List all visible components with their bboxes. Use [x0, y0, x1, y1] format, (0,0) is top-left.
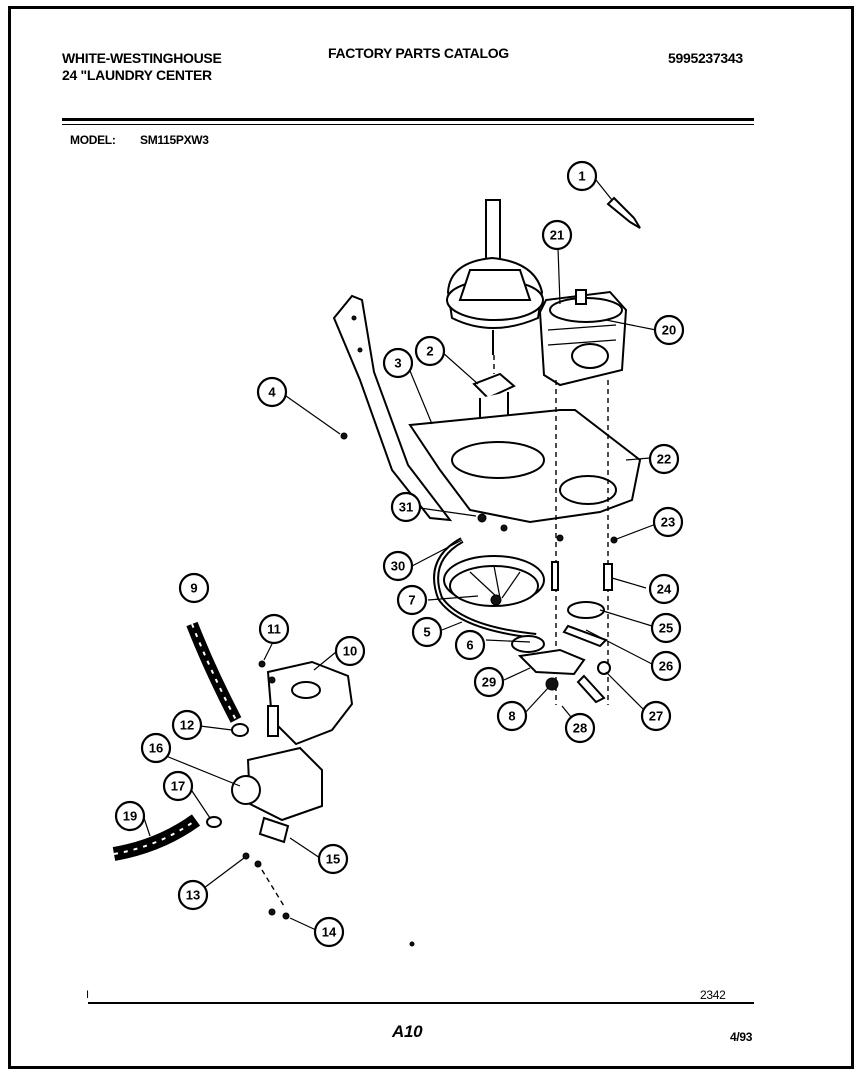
page-frame [8, 6, 854, 1069]
transmission-part [446, 199, 544, 355]
svg-text:16: 16 [149, 741, 163, 756]
callout-19: 19 [114, 800, 146, 832]
header-rule-thin [62, 124, 754, 125]
spanner-tool-part [606, 196, 641, 229]
svg-text:22: 22 [657, 452, 671, 467]
svg-text:28: 28 [573, 721, 587, 736]
svg-text:26: 26 [659, 659, 673, 674]
model-value: SM115PXW3 [140, 133, 209, 147]
svg-text:20: 20 [662, 323, 676, 338]
callout-22: 22 [648, 443, 680, 475]
svg-text:1: 1 [578, 169, 585, 184]
svg-text:21: 21 [550, 228, 564, 243]
hose-clamp-part [206, 723, 249, 828]
callout-7: 7 [396, 584, 428, 616]
part-number: 5995237343 [668, 50, 743, 66]
pump-shield-part [266, 660, 354, 746]
callout-24: 24 [648, 573, 680, 605]
callout-31: 31 [390, 491, 422, 523]
brand-title: WHITE-WESTINGHOUSE [62, 50, 222, 66]
svg-text:17: 17 [171, 779, 185, 794]
callout-14: 14 [313, 916, 345, 948]
pump-part [231, 705, 323, 844]
svg-text:24: 24 [657, 582, 672, 597]
callout-6: 6 [454, 629, 486, 661]
footer-rule [88, 1002, 754, 1004]
svg-text:5: 5 [423, 625, 430, 640]
drain-hose-part [112, 814, 201, 861]
brace-part [332, 294, 453, 522]
callout-15: 15 [317, 843, 349, 875]
motor-part [538, 289, 628, 387]
callout-5: 5 [411, 616, 443, 648]
callout-16: 16 [140, 732, 172, 764]
svg-text:15: 15 [326, 852, 340, 867]
svg-text:8: 8 [508, 709, 515, 724]
model-label: MODEL: [70, 133, 116, 147]
fastener-parts [242, 513, 618, 947]
svg-text:7: 7 [408, 593, 415, 608]
svg-text:29: 29 [482, 675, 496, 690]
callout-30: 30 [382, 550, 414, 582]
callout-23: 23 [652, 506, 684, 538]
svg-text:27: 27 [649, 709, 663, 724]
svg-text:14: 14 [322, 925, 337, 940]
callout-28: 28 [564, 712, 596, 744]
svg-text:10: 10 [343, 644, 357, 659]
svg-text:6: 6 [466, 638, 473, 653]
callout-20: 20 [653, 314, 685, 346]
callout-8: 8 [496, 700, 528, 732]
belt-part [433, 537, 537, 639]
svg-text:13: 13 [186, 888, 200, 903]
callout-11: 11 [258, 613, 290, 645]
hose-part [186, 621, 242, 723]
svg-text:23: 23 [661, 515, 675, 530]
callout-21: 21 [541, 219, 573, 251]
callout-25: 25 [650, 612, 682, 644]
callout-1: 1 [566, 160, 598, 192]
svg-text:30: 30 [391, 559, 405, 574]
callout-17: 17 [162, 770, 194, 802]
leader-lines [143, 179, 657, 931]
callout-3: 3 [382, 347, 414, 379]
page-code: A10 [392, 1022, 423, 1041]
svg-text:9: 9 [190, 581, 197, 596]
svg-text:25: 25 [659, 621, 673, 636]
callout-2: 2 [414, 335, 446, 367]
svg-text:19: 19 [123, 809, 137, 824]
callout-27: 27 [640, 700, 672, 732]
revision-date: 4/93 [730, 1030, 753, 1044]
catalog-title: FACTORY PARTS CATALOG [328, 45, 509, 61]
callout-13: 13 [177, 879, 209, 911]
callout-29: 29 [473, 666, 505, 698]
svg-text:31: 31 [399, 500, 413, 515]
svg-text:2: 2 [426, 344, 433, 359]
header-rule-thick [62, 118, 754, 121]
pulley-part [443, 555, 545, 607]
svg-text:3: 3 [394, 356, 401, 371]
footer-left-mark: I [86, 989, 89, 1001]
callout-26: 26 [650, 650, 682, 682]
drawing-number: 2342 [700, 988, 726, 1002]
idler-arm-part [511, 561, 613, 704]
svg-text:11: 11 [267, 622, 281, 637]
product-title: 24 "LAUNDRY CENTER [62, 67, 212, 83]
svg-text:4: 4 [268, 385, 276, 400]
callout-10: 10 [334, 635, 366, 667]
svg-text:12: 12 [180, 718, 194, 733]
callout-4: 4 [256, 376, 288, 408]
callout-9: 9 [178, 572, 210, 604]
callout-12: 12 [171, 709, 203, 741]
